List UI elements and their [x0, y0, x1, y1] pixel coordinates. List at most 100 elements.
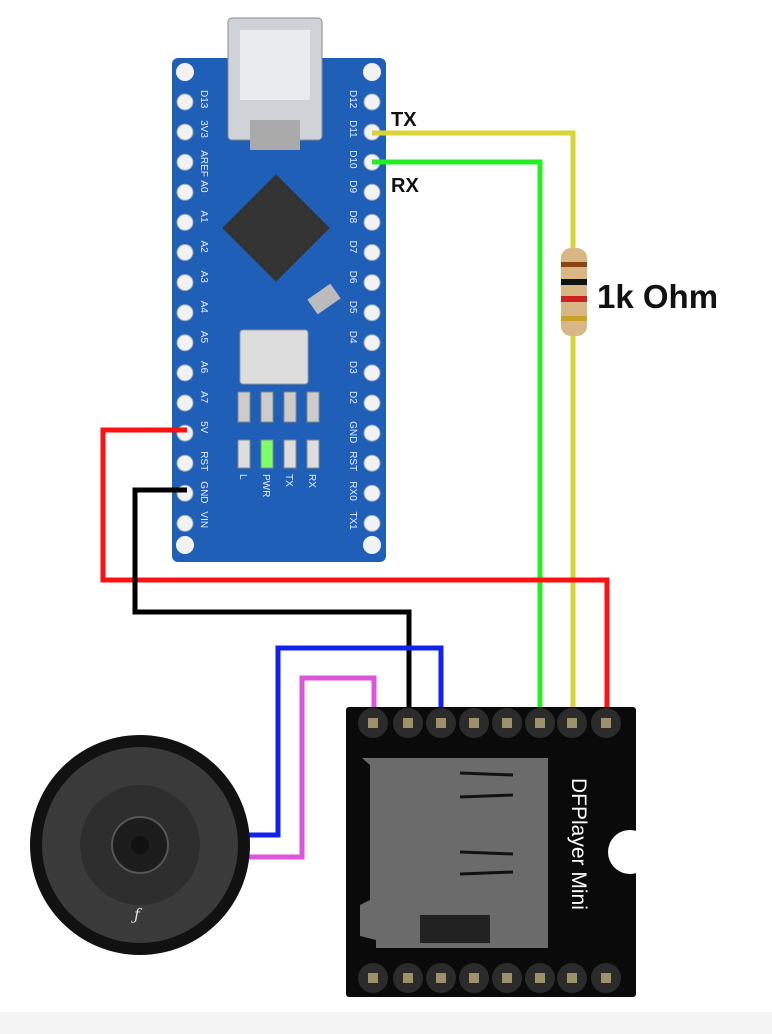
smd-resistor [306, 391, 320, 423]
microcontroller-chip [222, 174, 330, 282]
mounting-hole [363, 536, 381, 554]
led-rx [306, 439, 320, 469]
pin-label: TX1 [347, 511, 358, 530]
usb-connector [227, 17, 323, 150]
pin-label: D9 [347, 180, 358, 193]
pin-left-a1[interactable] [176, 213, 194, 231]
pin-label: A7 [198, 391, 209, 404]
pin-right-gnd[interactable] [363, 424, 381, 442]
wire-speaker-1 [245, 645, 444, 838]
tx-label: TX [391, 109, 417, 131]
speaker: ƒ [30, 735, 250, 955]
wire-rx [372, 159, 543, 725]
led-label: L [237, 474, 248, 480]
wire-tx [372, 130, 576, 248]
pin-right-rx0[interactable] [363, 484, 381, 502]
smd-resistor [237, 391, 251, 423]
mounting-hole [176, 63, 194, 81]
led-l [237, 439, 251, 469]
pin-label: A1 [198, 210, 209, 223]
reset-button[interactable] [239, 329, 309, 385]
pin-pad [403, 973, 413, 983]
pin-label: A3 [198, 271, 209, 284]
pin-label: A5 [198, 331, 209, 344]
module-label: DFPlayer Mini [567, 778, 590, 910]
pin-label: RST [198, 451, 209, 471]
mounting-hole [363, 63, 381, 81]
pin-label: RX0 [347, 481, 358, 501]
pin-left-a4[interactable] [176, 304, 194, 322]
pin-label: D5 [347, 301, 358, 314]
smd-resistor [260, 391, 274, 423]
led-pwr [260, 439, 274, 469]
pin-label: D12 [347, 90, 358, 109]
pin-pad [436, 973, 446, 983]
led-tx [283, 439, 297, 469]
pin-left-a3[interactable] [176, 274, 194, 292]
pin-label: VIN [198, 511, 209, 528]
pin-left-a2[interactable] [176, 244, 194, 261]
pin-pad [469, 718, 479, 728]
pin-right-d6[interactable] [363, 274, 381, 292]
pin-left-vin[interactable] [176, 514, 194, 532]
pin-pad [469, 973, 479, 983]
pin-right-tx1[interactable] [363, 514, 381, 532]
pin-right-d8[interactable] [363, 213, 381, 231]
pin-right-d7[interactable] [363, 244, 381, 261]
pin-label: GND [198, 481, 209, 503]
pin-label: D11 [347, 120, 358, 138]
pin-label: D10 [347, 150, 358, 169]
sd-card-slot [360, 758, 548, 948]
wire-5v [100, 427, 610, 725]
pin-right-d12[interactable] [363, 93, 381, 111]
pin-label: A2 [198, 241, 209, 254]
pin-right-d9[interactable] [363, 183, 381, 201]
pin-pad [601, 718, 611, 728]
pin-label: AREF [198, 150, 209, 177]
pin-label: GND [347, 421, 358, 443]
pin-left-a7[interactable] [176, 394, 194, 412]
pin-right-d3[interactable] [363, 364, 381, 382]
resistor-label: 1k Ohm [597, 278, 718, 315]
pin-left-a5[interactable] [176, 334, 194, 352]
pin-right-rst[interactable] [363, 454, 381, 472]
pin-pad [601, 973, 611, 983]
mounting-hole [176, 536, 194, 554]
pin-right-d5[interactable] [363, 304, 381, 322]
pin-right-d4[interactable] [363, 334, 381, 352]
pin-right-d2[interactable] [363, 394, 381, 412]
pin-left-rst[interactable] [176, 454, 194, 472]
resistor-1k [561, 248, 587, 336]
pin-label: D13 [198, 90, 209, 109]
pin-pad [502, 973, 512, 983]
led-label: TX [283, 474, 294, 487]
pin-left-a0[interactable] [176, 183, 194, 201]
pin-label: D3 [347, 361, 358, 374]
pin-pad [436, 718, 446, 728]
led-label: RX [306, 474, 317, 488]
pin-left-3v3[interactable] [176, 123, 194, 141]
pin-pad [403, 718, 413, 728]
pin-label: 3V3 [198, 120, 209, 138]
pin-pad [368, 718, 378, 728]
pin-label: RST [347, 451, 358, 471]
pin-pad [535, 718, 545, 728]
pin-label: D7 [347, 241, 358, 254]
rx-label: RX [391, 175, 419, 197]
smd-resistor [283, 391, 297, 423]
pin-left-d13[interactable] [176, 93, 194, 111]
pin-label: D4 [347, 331, 358, 344]
pin-label: A4 [198, 301, 209, 314]
pin-label: A0 [198, 180, 209, 193]
pin-pad [567, 973, 577, 983]
pin-pad [368, 973, 378, 983]
pin-pad [567, 718, 577, 728]
pin-label: D8 [347, 210, 358, 223]
pin-pad [502, 718, 512, 728]
pin-left-a6[interactable] [176, 364, 194, 382]
pin-left-aref[interactable] [176, 153, 194, 171]
pin-label: 5V [198, 421, 209, 434]
pin-label: D2 [347, 391, 358, 404]
